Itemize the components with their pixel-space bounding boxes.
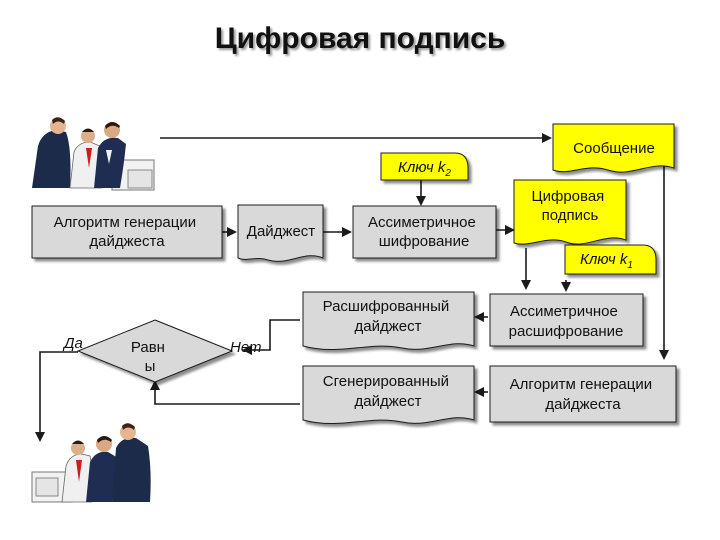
key1-box xyxy=(564,244,657,275)
yes-label: Да xyxy=(62,335,83,352)
asym-decrypt-label: Ассиметричное расшифрование xyxy=(509,303,624,340)
no-label: Нет xyxy=(230,339,262,356)
equal-decision-diamond xyxy=(76,319,234,383)
alg-gen-left-box xyxy=(31,205,223,259)
decrypted-digest-label: Расшифрованный дайджест xyxy=(323,298,454,335)
generated-digest-label: Сгенерированный дайджест xyxy=(323,373,453,410)
message-label: Сообщение xyxy=(573,140,655,157)
decrypted-digest-box xyxy=(302,291,475,351)
signature-label: Цифровая подпись xyxy=(532,188,609,224)
alg-gen-right-label: Алгоритм генерации дайджеста xyxy=(510,376,657,413)
connectors xyxy=(35,133,669,442)
arrow-generated-to-equal xyxy=(150,380,300,405)
message-box xyxy=(552,123,675,173)
people-illustration-bottom xyxy=(31,423,151,503)
arrow-decrypted-to-equal xyxy=(242,319,300,355)
asym-encrypt-box xyxy=(352,205,497,259)
page-title: Цифровая подпись xyxy=(214,22,506,55)
signature-box xyxy=(513,179,627,245)
alg-gen-right-box xyxy=(489,365,677,423)
asym-decrypt-box xyxy=(489,293,644,347)
key2-label: Ключ k2 xyxy=(398,159,451,179)
key2-box xyxy=(380,152,469,181)
equal-label: Равн ы xyxy=(131,339,169,375)
generated-digest-box xyxy=(302,365,475,425)
key1-label: Ключ k1 xyxy=(580,251,633,271)
arrow-yes-down xyxy=(35,351,78,442)
digest-box xyxy=(237,204,324,262)
asym-encrypt-label: Ассиметричное шифрование xyxy=(368,214,480,250)
people-illustration-top xyxy=(32,117,155,191)
digest-label: Дайджест xyxy=(247,223,316,240)
alg-gen-left-label: Алгоритм генерации дайджеста xyxy=(54,214,201,250)
